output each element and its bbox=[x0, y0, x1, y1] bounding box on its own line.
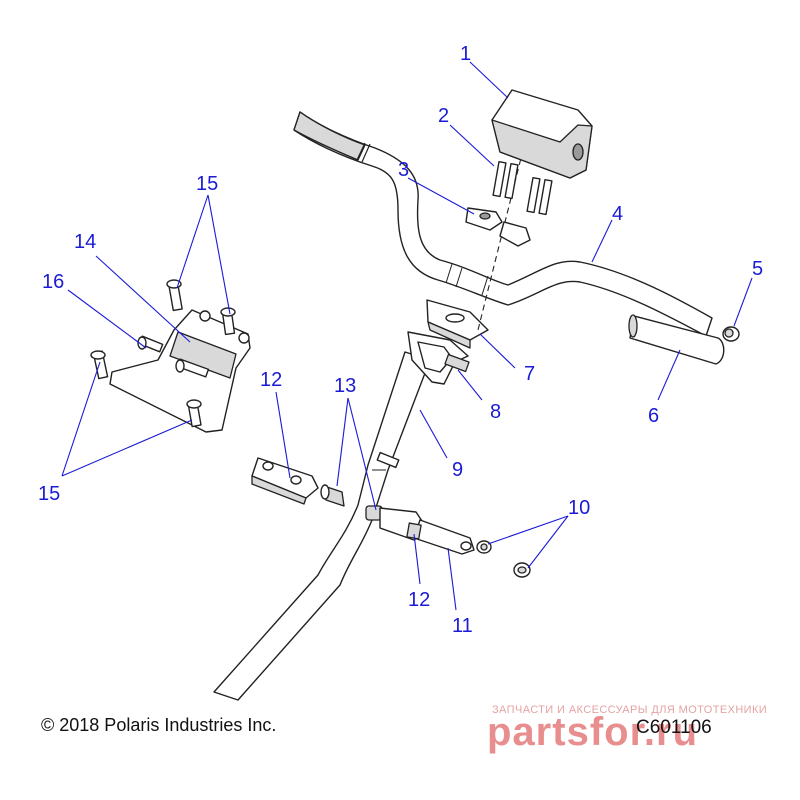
watermark-logo: partsfor.ru bbox=[487, 710, 699, 754]
callout-12b: 12 bbox=[408, 589, 430, 611]
callout-15b: 15 bbox=[38, 483, 60, 505]
drawing-code: C601106 bbox=[636, 717, 712, 738]
riser-cap bbox=[426, 299, 489, 349]
callout-4: 4 bbox=[612, 203, 623, 225]
steering-clamp-left bbox=[251, 457, 319, 505]
bushings bbox=[320, 484, 383, 521]
callout-11: 11 bbox=[452, 615, 473, 637]
handlebar-pad bbox=[491, 89, 593, 179]
post-clamp bbox=[407, 331, 470, 385]
callout-15a: 15 bbox=[196, 173, 218, 195]
callout-2: 2 bbox=[438, 105, 449, 127]
leader-lines bbox=[61, 61, 753, 611]
upper-clamps bbox=[465, 207, 531, 247]
callout-5: 5 bbox=[752, 258, 763, 280]
callout-1: 1 bbox=[460, 43, 471, 65]
callout-14: 14 bbox=[74, 231, 96, 253]
copyright-notice: © 2018 Polaris Industries Inc. bbox=[41, 715, 277, 735]
bracket-bolts bbox=[90, 279, 236, 428]
callout-3: 3 bbox=[398, 159, 409, 181]
callout-6: 6 bbox=[648, 405, 659, 427]
callout-9: 9 bbox=[452, 459, 463, 481]
callout-7: 7 bbox=[524, 363, 535, 385]
watermark-tagline: ЗАПЧАСТИ И АКСЕССУАРЫ ДЛЯ МОТОТЕХНИКИ bbox=[492, 704, 768, 716]
callout-numbers: 1 2 3 4 5 6 7 8 9 10 11 12 12 13 14 15 1… bbox=[38, 43, 763, 637]
nuts bbox=[476, 540, 531, 578]
steering-post bbox=[213, 351, 431, 701]
callout-8: 8 bbox=[490, 401, 501, 423]
clamp-bolts bbox=[492, 161, 553, 216]
callout-13: 13 bbox=[334, 375, 356, 397]
callout-10: 10 bbox=[568, 497, 590, 519]
bar-end-cap bbox=[722, 326, 740, 342]
steering-arm bbox=[379, 507, 475, 555]
callout-16: 16 bbox=[42, 271, 64, 293]
handlebar-grip bbox=[628, 314, 725, 365]
callout-12a: 12 bbox=[260, 369, 282, 391]
